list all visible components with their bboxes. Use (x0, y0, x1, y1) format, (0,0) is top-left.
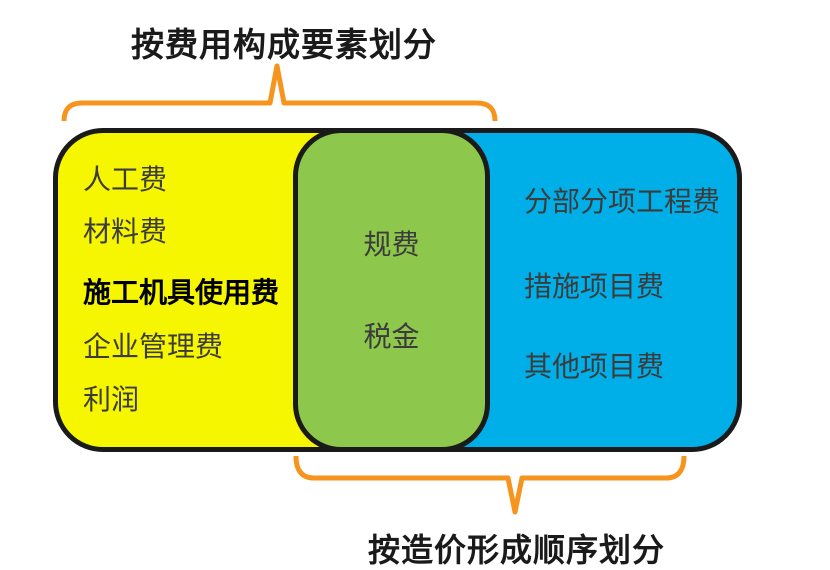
top-brace-icon (61, 63, 498, 122)
cost-item-measures: 措施项目费 (524, 271, 665, 302)
cost-item-labor: 人工费 (83, 164, 168, 195)
cost-item-divisional-works: 分部分项工程费 (524, 186, 721, 217)
top-group-label: 按费用构成要素划分 (131, 26, 437, 63)
bottom-group-label: 按造价形成顺序划分 (368, 532, 666, 568)
bottom-brace-icon (293, 455, 687, 515)
cost-item-profit: 利润 (83, 384, 140, 415)
cost-item-tax: 税金 (363, 321, 420, 352)
cost-item-management: 企业管理费 (83, 331, 224, 362)
cost-item-machinery: 施工机具使用费 (83, 277, 280, 308)
cost-item-material: 材料费 (83, 216, 168, 247)
overlap-region (293, 128, 490, 452)
cost-item-fees: 规费 (363, 229, 420, 260)
cost-item-other: 其他项目费 (524, 351, 665, 382)
